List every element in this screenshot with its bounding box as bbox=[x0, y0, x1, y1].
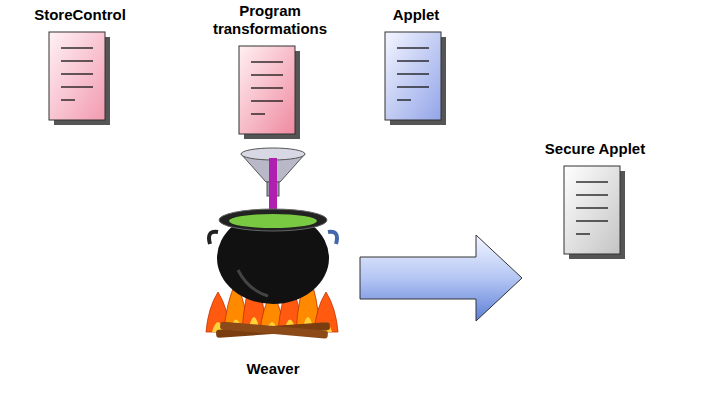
cauldron-picture bbox=[198, 140, 348, 340]
weaver-cauldron: Weaver bbox=[198, 140, 348, 378]
node-heading: Secure Applet bbox=[545, 140, 645, 158]
document-icon: Applet bbox=[366, 6, 466, 128]
node-heading: Program transformations bbox=[206, 2, 334, 38]
node-heading: StoreControl bbox=[34, 6, 126, 24]
document-icon: Secure Applet bbox=[540, 140, 650, 262]
document-icon: Program transformations bbox=[206, 2, 334, 142]
document-picture bbox=[383, 30, 449, 128]
node-heading: Weaver bbox=[246, 360, 299, 378]
document-icon: StoreControl bbox=[30, 6, 130, 128]
document-picture bbox=[47, 30, 113, 128]
document-picture bbox=[562, 164, 628, 262]
node-heading: Applet bbox=[393, 6, 440, 24]
block-arrow bbox=[360, 235, 522, 321]
document-picture bbox=[237, 44, 303, 142]
